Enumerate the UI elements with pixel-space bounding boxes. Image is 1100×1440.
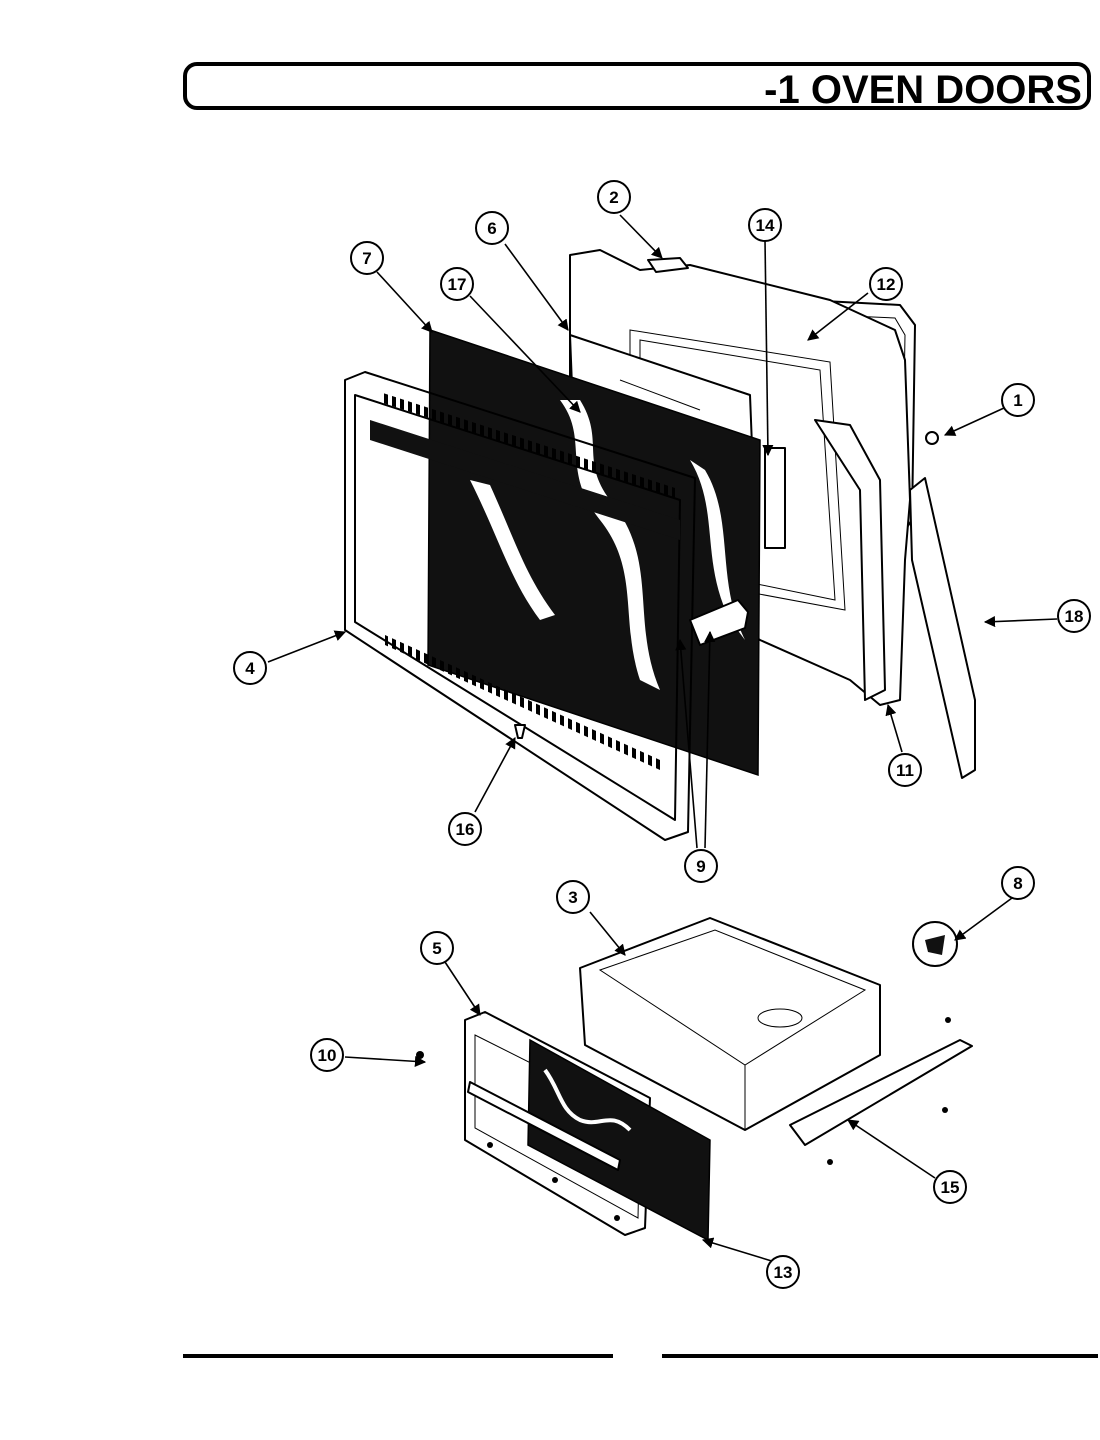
clip-part-2 xyxy=(647,257,689,273)
spring-clip xyxy=(912,921,958,967)
callout-18: 18 xyxy=(1057,599,1091,633)
page-title: -1 OVEN DOORS xyxy=(764,68,1082,112)
svg-text:12: 12 xyxy=(877,275,896,294)
drawer-slide-rail xyxy=(789,1039,973,1146)
svg-text:3: 3 xyxy=(568,888,577,907)
callout-3: 3 xyxy=(556,880,590,914)
svg-text:17: 17 xyxy=(448,275,467,294)
title-bar: -1 OVEN DOORS xyxy=(183,62,1091,112)
leader-lines xyxy=(267,214,1058,1263)
svg-text:15: 15 xyxy=(941,1178,960,1197)
callout-10: 10 xyxy=(310,1038,344,1072)
callout-1: 1 xyxy=(1001,383,1035,417)
svg-text:4: 4 xyxy=(245,659,255,678)
callout-7: 7 xyxy=(350,241,384,275)
callouts: 1 2 3 4 5 6 7 8 xyxy=(233,180,1091,1289)
callout-14: 14 xyxy=(748,208,782,242)
callout-6: 6 xyxy=(475,211,509,245)
title-frame xyxy=(183,62,1091,110)
svg-text:9: 9 xyxy=(696,857,705,876)
callout-2: 2 xyxy=(597,180,631,214)
drawer-handle-rod xyxy=(467,1081,621,1171)
callout-12: 12 xyxy=(869,267,903,301)
callout-17: 17 xyxy=(440,267,474,301)
svg-text:14: 14 xyxy=(756,216,775,235)
svg-text:7: 7 xyxy=(362,249,371,268)
svg-text:11: 11 xyxy=(896,761,914,780)
callout-13: 13 xyxy=(766,1255,800,1289)
screw-part-1 xyxy=(925,431,939,445)
svg-text:5: 5 xyxy=(432,939,441,958)
callout-11: 11 xyxy=(888,753,922,787)
callout-5: 5 xyxy=(420,931,454,965)
callout-9: 9 xyxy=(684,849,718,883)
callout-15: 15 xyxy=(933,1170,967,1204)
svg-text:13: 13 xyxy=(774,1263,793,1282)
hinge-bracket xyxy=(764,447,786,549)
drawer-body xyxy=(579,917,881,1131)
svg-text:8: 8 xyxy=(1013,874,1022,893)
svg-text:16: 16 xyxy=(456,820,475,839)
side-trim xyxy=(909,477,976,779)
callout-8: 8 xyxy=(1001,866,1035,900)
svg-text:2: 2 xyxy=(609,188,618,207)
svg-text:1: 1 xyxy=(1013,391,1022,410)
svg-text:18: 18 xyxy=(1065,607,1084,626)
callout-16: 16 xyxy=(448,812,482,846)
callout-4: 4 xyxy=(233,651,267,685)
svg-text:6: 6 xyxy=(487,219,496,238)
door-frame xyxy=(344,371,696,841)
svg-text:10: 10 xyxy=(318,1046,337,1065)
screw-part-16 xyxy=(514,724,526,739)
